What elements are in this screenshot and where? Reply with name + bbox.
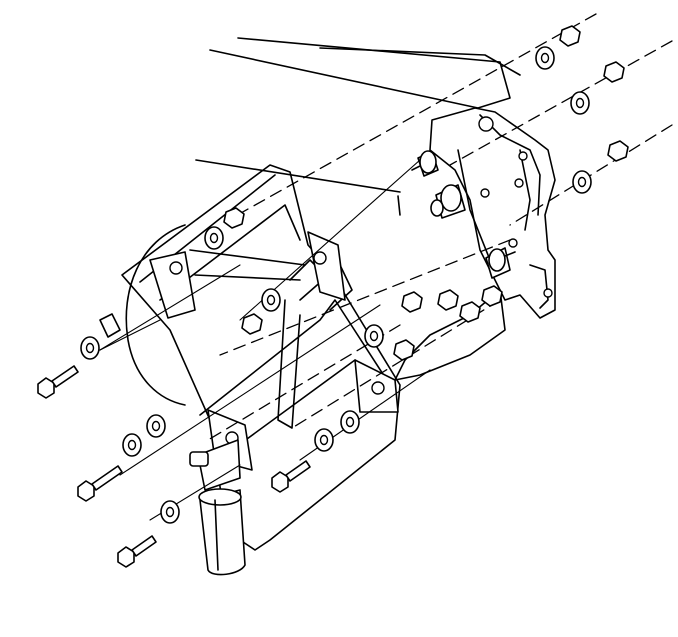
nut-9 xyxy=(481,285,503,307)
condenser-housing xyxy=(125,224,186,406)
isolator-upper xyxy=(411,150,439,177)
bracket-hole-3 xyxy=(514,178,524,188)
washer-4 xyxy=(146,414,166,438)
bolt-3 xyxy=(117,535,157,568)
washer-5 xyxy=(160,500,180,524)
washer-7 xyxy=(340,410,360,434)
washer-1 xyxy=(80,336,100,360)
nut-3 xyxy=(607,140,629,162)
frame-ear-hole-2 xyxy=(313,251,327,265)
nut-7 xyxy=(437,289,459,311)
washer-3 xyxy=(122,433,142,457)
bolt-1 xyxy=(37,365,79,399)
bracket-hole-1 xyxy=(478,116,494,132)
washer-10 xyxy=(364,324,384,348)
washer-9 xyxy=(261,288,281,312)
frame-ear-hole-3 xyxy=(371,381,385,395)
nut-4 xyxy=(223,207,245,229)
rubber-isolators xyxy=(411,150,516,279)
nut-5 xyxy=(241,313,263,335)
isolator-middle xyxy=(430,184,466,219)
frame-ear-hole-1 xyxy=(169,261,183,275)
nut-1 xyxy=(559,25,581,47)
bolt-4 xyxy=(271,460,311,493)
bracket-hole-4 xyxy=(480,188,490,198)
nut-8 xyxy=(459,301,481,323)
washer-8 xyxy=(204,226,224,250)
condenser-assembly xyxy=(121,164,401,551)
bolts xyxy=(37,365,311,568)
nut-10 xyxy=(393,339,415,361)
washers xyxy=(80,46,592,524)
washer-11 xyxy=(535,46,555,70)
bracket-hole-5 xyxy=(543,288,553,298)
nut-2 xyxy=(603,61,625,83)
washer-2 xyxy=(99,313,121,338)
bracket-hole-6 xyxy=(508,238,518,248)
receiver-drier xyxy=(189,439,246,576)
nuts xyxy=(223,25,629,361)
centerlines xyxy=(207,13,673,441)
washer-12 xyxy=(570,91,590,115)
nut-6 xyxy=(401,291,423,313)
isolator-lower xyxy=(485,247,516,279)
washer-6 xyxy=(314,428,334,452)
bolt-2 xyxy=(77,465,123,502)
bracket-hole-2 xyxy=(518,151,528,161)
mounting-bracket xyxy=(394,107,556,381)
body-panel xyxy=(195,37,521,216)
washer-13 xyxy=(572,170,592,194)
